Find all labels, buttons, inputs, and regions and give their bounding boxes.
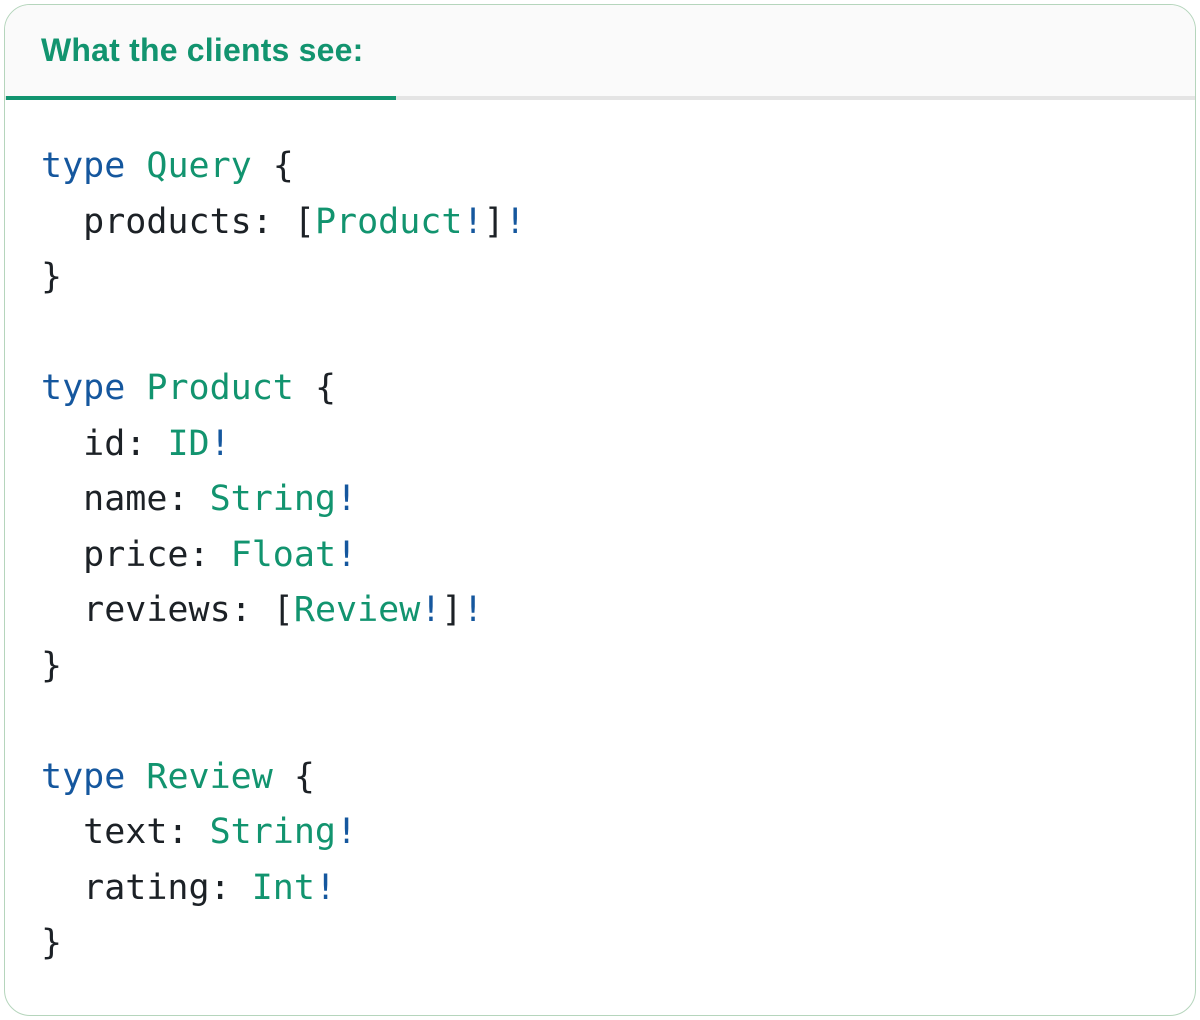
code-line: type Product {: [41, 368, 336, 408]
code-token: {: [293, 368, 337, 408]
code-token: [125, 368, 146, 408]
code-token: !: [336, 479, 358, 519]
code-token: }: [41, 257, 63, 297]
code-line: }: [41, 923, 62, 963]
tab-bar: What the clients see:: [5, 5, 1195, 100]
code-token: ]: [483, 201, 505, 242]
code-token: !: [209, 423, 231, 464]
code-line: text: String!: [41, 812, 357, 852]
code-token: {: [272, 756, 315, 797]
code-token: reviews: [: [41, 590, 294, 630]
code-token: rating:: [41, 867, 252, 908]
code-token: name:: [41, 479, 210, 519]
clients-view-card: What the clients see: type Query { produ…: [4, 4, 1196, 1016]
code-line: rating: Int!: [41, 868, 336, 908]
code-token: !: [420, 590, 442, 630]
code-token: type: [41, 146, 126, 186]
code-token: ]: [441, 590, 463, 630]
tab-label: What the clients see:: [41, 32, 364, 68]
code-token: products: [: [41, 201, 315, 242]
code-token: !: [462, 201, 484, 242]
code-line: price: Float!: [41, 535, 357, 575]
code-token: }: [41, 923, 63, 963]
code-token: !: [336, 812, 358, 852]
code-token: text:: [41, 812, 210, 852]
code-token: Product: [146, 368, 294, 408]
code-token: price:: [41, 534, 231, 575]
code-token: Int: [251, 867, 315, 908]
code-token: !: [336, 534, 358, 575]
code-line: type Review {: [41, 757, 315, 797]
code-line: products: [Product!]!: [41, 202, 526, 242]
code-token: !: [314, 867, 337, 908]
code-token: [125, 146, 146, 186]
code-line: reviews: [Review!]!: [41, 590, 484, 630]
code-line: }: [41, 646, 62, 686]
code-token: Query: [146, 146, 252, 186]
code-token: [125, 757, 146, 797]
tab-what-clients-see[interactable]: What the clients see:: [5, 5, 364, 96]
code-token: Review: [146, 756, 273, 797]
active-tab-underline: [6, 96, 396, 100]
code-token: type: [41, 756, 126, 797]
code-token: Product: [314, 201, 463, 242]
code-token: id:: [41, 423, 168, 464]
code-token: !: [504, 201, 526, 242]
code-token: String: [209, 479, 337, 519]
code-line: }: [41, 257, 62, 297]
code-token: }: [41, 645, 63, 686]
code-line: name: String!: [41, 479, 357, 519]
code-token: type: [41, 368, 126, 408]
code-line: id: ID!: [41, 424, 231, 464]
code-token: Float: [230, 534, 337, 575]
code-token: Review: [293, 590, 421, 630]
code-token: !: [462, 590, 484, 630]
code-token: {: [251, 146, 294, 186]
code-line: type Query {: [41, 146, 294, 186]
code-token: ID: [167, 423, 210, 464]
code-token: String: [209, 812, 337, 852]
graphql-schema-code: type Query { products: [Product!]! } typ…: [5, 100, 1195, 972]
